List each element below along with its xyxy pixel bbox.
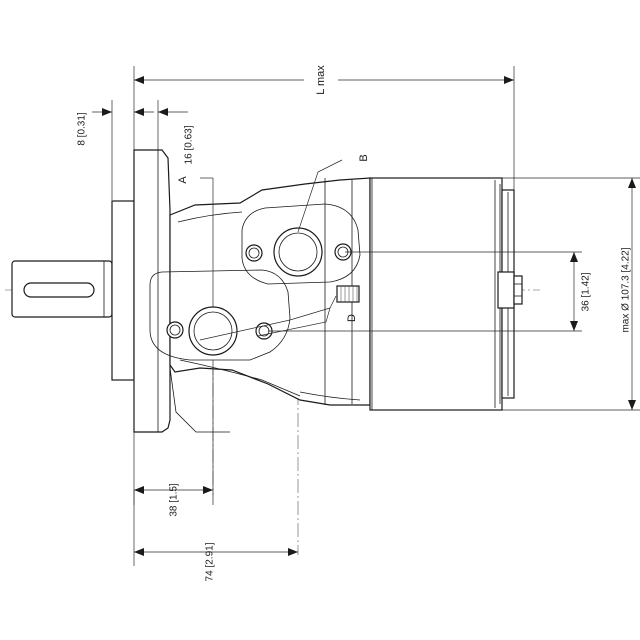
label-port-b: B bbox=[358, 154, 370, 161]
leader-d-2 bbox=[199, 307, 331, 341]
dim-diameter bbox=[502, 177, 640, 411]
motor-housing bbox=[149, 177, 371, 433]
drain-port-d bbox=[336, 285, 360, 303]
label-flange-thickness: 8 [0.31] bbox=[77, 112, 88, 146]
leader-d-3 bbox=[329, 295, 337, 309]
label-port-spacing: 36 [1.42] bbox=[581, 272, 592, 311]
dim-flange-thickness bbox=[92, 100, 154, 200]
label-diameter: max Ø 107.3 [4.22] bbox=[621, 247, 632, 332]
dim-port-spacing bbox=[268, 251, 582, 332]
label-dim-38: 38 [1.5] bbox=[169, 483, 180, 517]
label-drain-d: D bbox=[346, 314, 358, 322]
label-l-max: L max bbox=[315, 65, 327, 95]
label-dim-74: 74 [2.91] bbox=[205, 542, 216, 581]
output-shaft bbox=[11, 260, 113, 318]
label-port-a-offset: 16 [0.63] bbox=[184, 125, 195, 164]
mounting-holes bbox=[166, 243, 352, 340]
label-port-a: A bbox=[177, 176, 189, 184]
leader-b bbox=[297, 159, 343, 233]
dim-74 bbox=[133, 490, 298, 566]
port-a bbox=[188, 306, 238, 356]
port-b bbox=[273, 227, 323, 277]
rear-housing bbox=[369, 177, 503, 411]
dim-port-a-offset bbox=[157, 100, 188, 150]
mounting-flange bbox=[111, 149, 171, 433]
shaft-keyway bbox=[23, 282, 95, 298]
end-cap bbox=[497, 189, 523, 399]
